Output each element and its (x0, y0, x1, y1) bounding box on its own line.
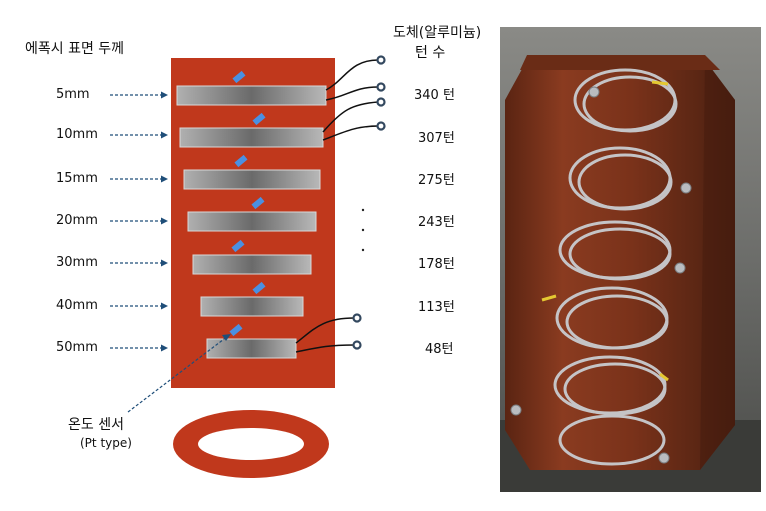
conductor-15mm (183, 169, 321, 190)
thickness-label: 40mm (56, 298, 98, 313)
turn-count: 243턴 (418, 215, 455, 230)
conductor-50mm (206, 338, 297, 359)
thickness-label: 15mm (56, 171, 98, 186)
ring-top-view (173, 410, 329, 478)
sensor-20mm (251, 196, 265, 210)
terminal-icon (352, 340, 362, 350)
right-header-line1: 도체(알루미늄) (393, 25, 482, 41)
terminal-icon (376, 82, 386, 92)
conductor-group (176, 85, 327, 359)
conductor-40mm (200, 296, 304, 317)
conductor-5mm (176, 85, 327, 106)
sensor-15mm (234, 154, 248, 168)
thickness-label: 50mm (56, 340, 98, 355)
turn-count: 340 턴 (414, 88, 455, 103)
arrow-heads (161, 91, 231, 352)
thickness-label: 5mm (56, 87, 90, 102)
sensor-group (229, 70, 266, 337)
conductor-20mm (187, 211, 317, 232)
transformer-photo (500, 27, 761, 492)
terminals (352, 55, 386, 350)
sensor-5mm (232, 70, 246, 84)
sensor-50mm (229, 323, 243, 337)
turn-count: 307턴 (418, 131, 455, 146)
turn-count: 275턴 (418, 173, 455, 188)
turn-count: 113턴 (418, 300, 455, 315)
thickness-arrows (110, 94, 229, 413)
sensor-30mm (231, 239, 245, 253)
turn-count: 178턴 (418, 257, 455, 272)
terminal-icon (376, 55, 386, 65)
sensor-label: 온도 센서 (68, 417, 124, 433)
thickness-label: 10mm (56, 127, 98, 142)
continuation-dots (361, 208, 365, 252)
right-header-line2: 턴 수 (415, 45, 446, 61)
terminal-icon (376, 97, 386, 107)
conductor-10mm (179, 127, 324, 148)
terminal-icon (352, 313, 362, 323)
sensor-10mm (252, 112, 266, 126)
thickness-label: 30mm (56, 255, 98, 270)
thickness-label: 20mm (56, 213, 98, 228)
sensor-40mm (252, 281, 266, 295)
left-header: 에폭시 표면 두께 (25, 41, 125, 57)
turn-count: 48턴 (425, 342, 454, 357)
sensor-type-label: (Pt type) (80, 436, 132, 450)
conductor-30mm (192, 254, 312, 275)
lead-wires (295, 59, 379, 353)
terminal-icon (376, 121, 386, 131)
